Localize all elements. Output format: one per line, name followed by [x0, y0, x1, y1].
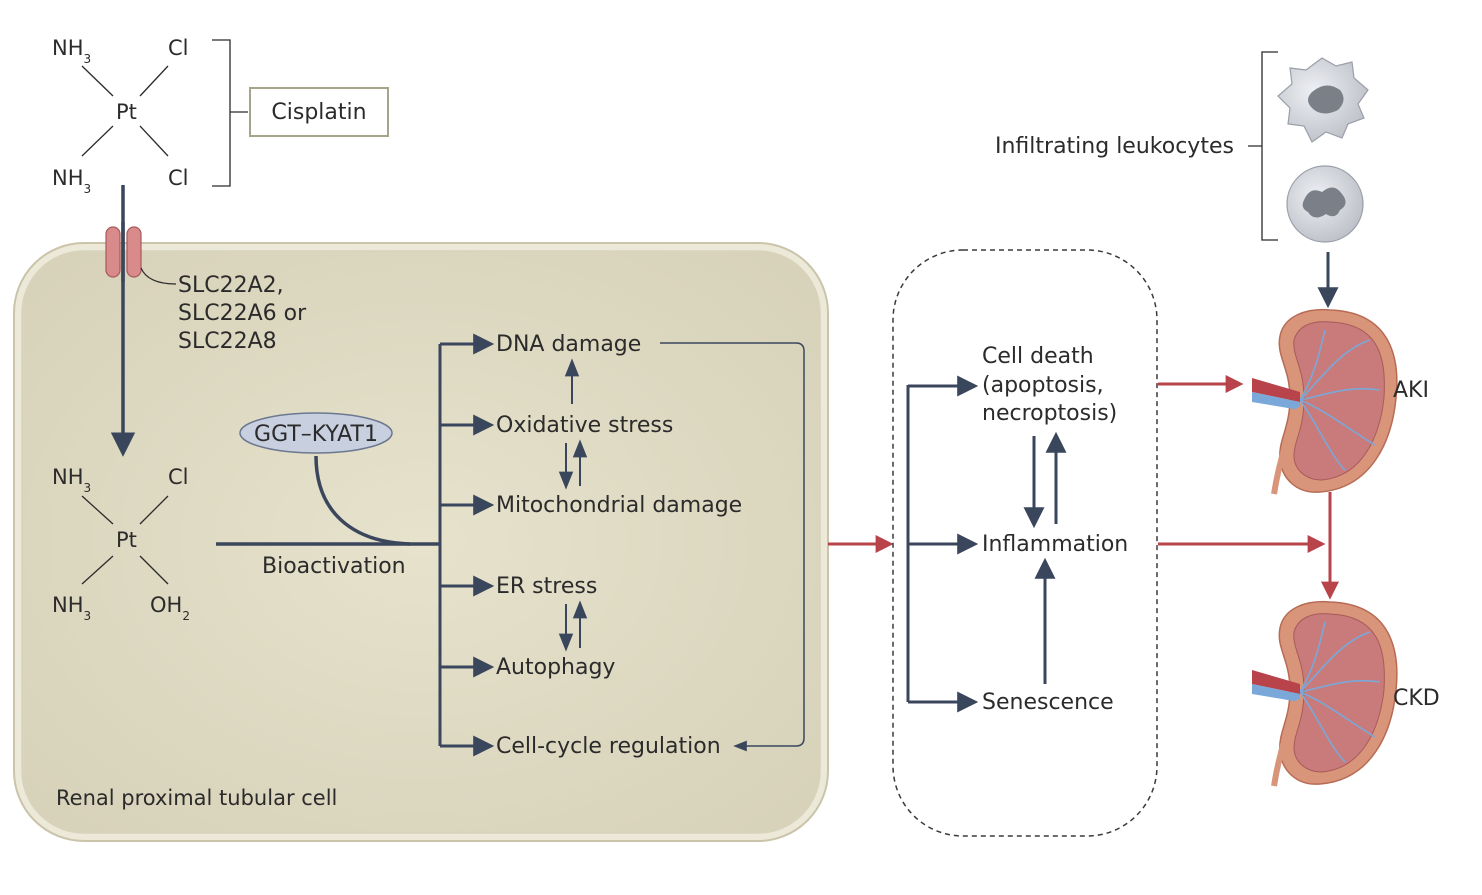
outcome-inflammation: Inflammation: [982, 532, 1128, 557]
mechanism-dna-damage: DNA damage: [496, 332, 641, 357]
enzyme-label: GGT–KYAT1: [254, 422, 378, 447]
enzyme-ellipse: [239, 412, 393, 454]
leukocytes-bracket: [1248, 51, 1278, 241]
dna-to-cellcycle-loop: [660, 342, 805, 752]
transporter-label-2: SLC22A6 or: [178, 301, 307, 326]
cisplatin-cl-bottom: Cl: [168, 166, 189, 190]
cell-name-label: Renal proximal tubular cell: [56, 786, 337, 810]
mechanism-branches: [440, 333, 495, 757]
aquated-cisplatin-structure: NH3 Cl Pt NH3 OH2: [52, 465, 190, 623]
cisplatin-cl-top: Cl: [168, 36, 189, 60]
outcome-cell-death: Cell death: [982, 344, 1094, 369]
macrophage-icon: [1277, 57, 1369, 143]
transporter-label-1: SLC22A2,: [178, 273, 284, 298]
leukocytes-label: Infiltrating leukocytes: [995, 134, 1234, 159]
cisplatin-pt: Pt: [116, 100, 137, 124]
aquated-oh2: OH2: [150, 593, 190, 623]
cisplatin-bracket: [212, 39, 248, 187]
outcome-senescence: Senescence: [982, 690, 1114, 715]
mechanism-oxidative-stress: Oxidative stress: [496, 413, 673, 438]
outcome-cell-death-detail-1: (apoptosis,: [982, 373, 1104, 398]
kidney-ckd-icon: [1252, 600, 1398, 787]
aquated-nh3-bottom: NH3: [52, 593, 91, 623]
cisplatin-nh3-bottom: NH3: [52, 166, 91, 196]
renal-cell: [21, 250, 821, 834]
cisplatin-label-box: [249, 87, 389, 137]
cisplatin-structure: NH3 Cl Pt NH3 Cl: [52, 36, 189, 196]
mechanism-er-stress: ER stress: [496, 574, 597, 599]
transporter-channel: [105, 222, 142, 282]
bioactivation-label: Bioactivation: [262, 554, 406, 579]
cisplatin-nh3-top: NH3: [52, 36, 91, 66]
mechanism-autophagy: Autophagy: [496, 655, 615, 680]
mechanism-cell-cycle-regulation: Cell-cycle regulation: [496, 734, 721, 759]
cisplatin-label: Cisplatin: [271, 100, 366, 125]
aquated-nh3-top: NH3: [52, 465, 91, 495]
enzyme-curve: [314, 455, 411, 546]
outcome-cell-death-detail-2: necroptosis): [982, 401, 1117, 426]
neutrophil-icon: [1286, 165, 1364, 243]
kidney-aki-label: AKI: [1393, 378, 1429, 403]
mechanism-mitochondrial-damage: Mitochondrial damage: [496, 493, 742, 518]
outcomes-box: [892, 249, 1158, 837]
aquated-cl: Cl: [168, 465, 189, 489]
kidney-ckd-label: CKD: [1393, 686, 1440, 711]
aquated-pt: Pt: [116, 528, 137, 552]
transporter-leader: [140, 267, 177, 285]
transporter-label-3: SLC22A8: [178, 329, 277, 354]
kidney-aki-icon: [1252, 308, 1398, 495]
